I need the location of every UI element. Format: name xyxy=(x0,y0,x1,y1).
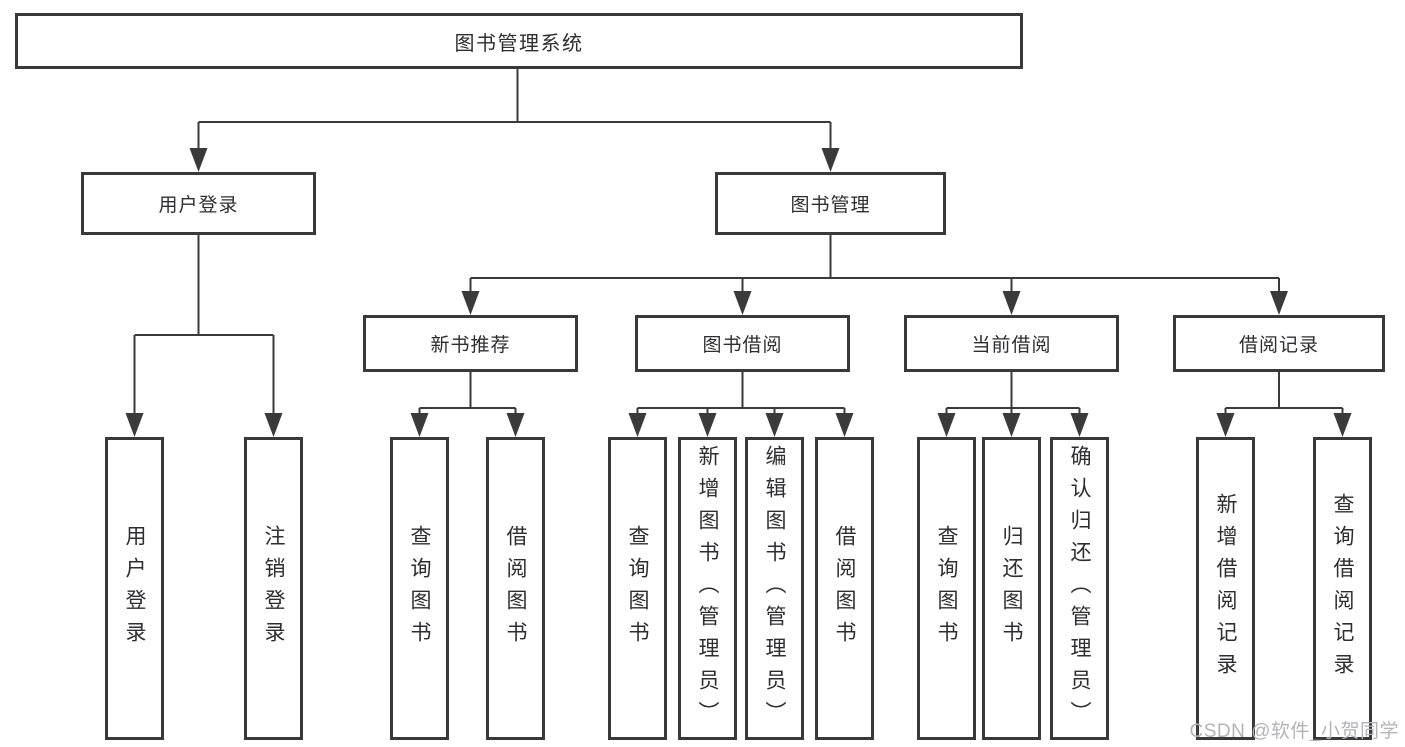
node-label: 当前借阅 xyxy=(971,335,1052,356)
node-library-management-system: 图书管理系统 xyxy=(15,13,1023,69)
arrowhead xyxy=(821,148,840,172)
arrowhead xyxy=(698,413,717,437)
node-leaf-query-borrow-record: 查询借阅记录 xyxy=(1313,437,1372,740)
node-leaf-add-books-admin: 新增图书（管理员） xyxy=(678,437,737,740)
node-leaf-return-books: 归还图书 xyxy=(982,437,1041,740)
arrowhead xyxy=(461,291,480,315)
arrowhead xyxy=(628,413,647,437)
node-label: 确认归还（管理员） xyxy=(1068,444,1091,733)
arrowhead xyxy=(1070,413,1089,437)
node-leaf-user-login: 用户登录 xyxy=(105,437,164,740)
arrowhead xyxy=(733,291,752,315)
connector-user-login-to-leaves xyxy=(125,235,283,437)
node-current-borrowing: 当前借阅 xyxy=(904,315,1119,372)
node-label: 新增借阅记录 xyxy=(1214,492,1237,685)
node-label: 借阅图书 xyxy=(504,524,527,653)
arrowhead xyxy=(264,413,283,437)
node-book-borrowing: 图书借阅 xyxy=(635,315,850,372)
node-leaf-logout: 注销登录 xyxy=(244,437,303,740)
arrowhead xyxy=(765,413,784,437)
node-label: 查询图书 xyxy=(408,524,431,653)
arrowhead xyxy=(506,413,525,437)
arrowhead xyxy=(125,413,144,437)
node-label: 借阅图书 xyxy=(833,524,856,653)
node-leaf-add-borrow-record: 新增借阅记录 xyxy=(1196,437,1255,740)
arrowhead xyxy=(1333,413,1352,437)
node-leaf-borrow-books: 借阅图书 xyxy=(815,437,874,740)
node-book-management: 图书管理 xyxy=(715,172,946,235)
node-label: 查询图书 xyxy=(626,524,649,653)
connector-book-management-to-level3 xyxy=(461,235,1288,315)
node-leaf-borrow-books-recommend: 借阅图书 xyxy=(486,437,545,740)
node-label: 查询借阅记录 xyxy=(1331,492,1354,685)
node-borrowing-records: 借阅记录 xyxy=(1173,315,1385,372)
node-label: 图书借阅 xyxy=(702,335,783,356)
node-label: 用户登录 xyxy=(158,195,239,216)
node-label: 借阅记录 xyxy=(1238,335,1319,356)
node-leaf-confirm-return-admin: 确认归还（管理员） xyxy=(1050,437,1109,740)
arrowhead xyxy=(189,148,208,172)
node-leaf-edit-books-admin: 编辑图书（管理员） xyxy=(745,437,804,740)
arrowhead xyxy=(410,413,429,437)
node-leaf-query-books-borrowing: 查询图书 xyxy=(608,437,667,740)
node-label: 查询图书 xyxy=(935,524,958,653)
node-label: 新增图书（管理员） xyxy=(696,444,719,733)
arrowhead xyxy=(1002,291,1021,315)
node-label: 图书管理系统 xyxy=(454,32,584,55)
arrowhead xyxy=(835,413,854,437)
node-new-book-recommendation: 新书推荐 xyxy=(363,315,578,372)
arrowhead xyxy=(1216,413,1235,437)
arrowhead xyxy=(1270,291,1288,315)
arrowhead xyxy=(937,413,956,437)
node-label: 图书管理 xyxy=(790,195,871,216)
connector-book-borrowing-to-leaves xyxy=(628,372,854,437)
node-leaf-query-books-current: 查询图书 xyxy=(917,437,976,740)
connector-new-book-to-leaves xyxy=(410,372,525,437)
node-label: 新书推荐 xyxy=(430,335,511,356)
connector-root-to-level2 xyxy=(189,69,840,172)
node-label: 编辑图书（管理员） xyxy=(763,444,786,733)
node-user-login: 用户登录 xyxy=(81,172,316,235)
node-label: 用户登录 xyxy=(123,524,146,653)
node-label: 归还图书 xyxy=(1000,524,1023,653)
arrowhead xyxy=(1002,413,1021,437)
connector-borrowing-records-to-leaves xyxy=(1216,372,1352,437)
node-label: 注销登录 xyxy=(262,524,285,653)
node-leaf-query-books-recommend: 查询图书 xyxy=(390,437,449,740)
connector-current-borrowing-to-leaves xyxy=(937,372,1089,437)
